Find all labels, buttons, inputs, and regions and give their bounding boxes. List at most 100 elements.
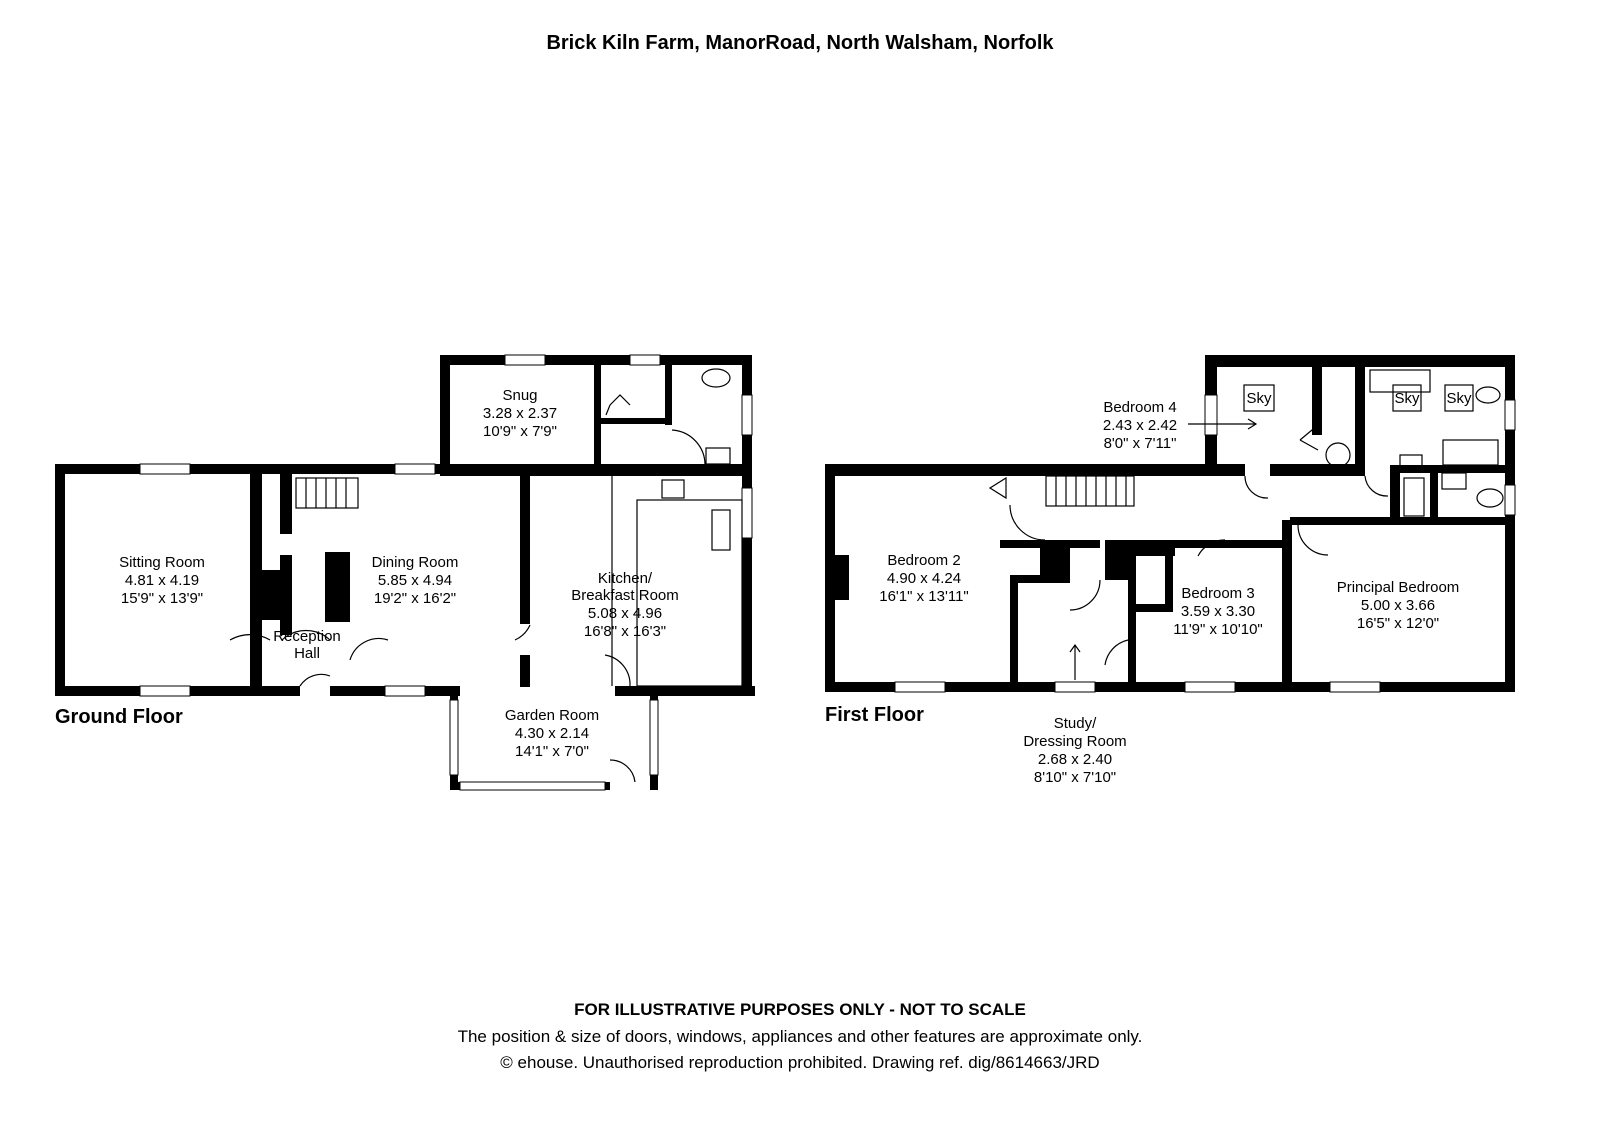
wall [250,474,262,686]
skylight-label: Sky [1246,390,1272,407]
door-swing [1244,475,1269,499]
snug: Snug 3.28 x 2.37 10'9" x 7'9" [483,387,557,440]
room-name: Hall [294,645,320,662]
door-swing [1009,504,1046,541]
wall [520,655,530,687]
wall [1205,355,1515,367]
sink-icon [711,509,731,551]
bedroom-3: Bedroom 3 3.59 x 3.30 11'9" x 10'10" [1173,585,1263,638]
cylinder-icon [1325,442,1351,468]
wall [1390,465,1400,525]
door-swing [1364,475,1389,497]
room-metric: 4.81 x 4.19 [125,572,199,589]
wall [280,555,292,635]
hob-icon [661,479,685,499]
room-metric: 3.28 x 2.37 [483,405,557,422]
skylight-label: Sky [1446,390,1472,407]
wall [55,464,450,474]
bedroom-2: Bedroom 2 4.90 x 4.24 16'1" x 13'11" [879,552,969,605]
chimney-breast [325,552,350,622]
window [741,487,753,539]
window [504,354,546,366]
door-swing [609,759,636,783]
wall [1312,365,1322,435]
door-swing [514,624,531,641]
disclaimer: FOR ILLUSTRATIVE PURPOSES ONLY - NOT TO … [574,1000,1026,1019]
bedroom-4: Bedroom 4 2.43 x 2.42 8'0" x 7'11" [1103,399,1177,452]
toilet-icon [701,368,731,388]
room-imperial: 8'0" x 7'11" [1104,435,1177,452]
room-metric: 5.85 x 4.94 [378,572,452,589]
window [741,394,753,436]
wall [1282,520,1292,690]
wall [1395,465,1505,473]
window [629,354,661,366]
room-metric: 2.68 x 2.40 [1038,751,1112,768]
window [384,685,426,697]
door-swing [229,629,389,661]
room-metric: 2.43 x 2.42 [1103,417,1177,434]
door-swing [1069,579,1101,611]
wall [585,464,745,476]
shower-tray-icon [1403,477,1425,517]
basin-icon [1399,454,1423,470]
door-swing [604,654,631,687]
room-name: Bedroom 4 [1103,399,1176,416]
skylight-icon [1444,384,1474,412]
chimney-breast [1105,540,1135,580]
chimney-breast [1040,540,1070,580]
chimney-breast [262,570,282,620]
door-swing [671,429,706,466]
wall [742,464,752,696]
approximate-note: The position & size of doors, windows, a… [457,1027,1143,1046]
room-name: Breakfast Room [571,587,679,604]
room-name: Dressing Room [1023,733,1126,750]
window [139,685,191,697]
room-name: Kitchen/ [598,570,653,587]
room-metric: 3.59 x 3.30 [1181,603,1255,620]
room-imperial: 16'8" x 16'3" [584,623,666,640]
kitchen-worktop [636,499,743,687]
wall [1355,365,1365,475]
window [459,781,606,791]
window [1329,681,1381,693]
reception-hall: Reception Hall [273,628,341,662]
room-metric: 4.30 x 2.14 [515,725,589,742]
room-imperial: 11'9" x 10'10" [1173,621,1263,638]
window [649,699,659,776]
copyright-note: © ehouse. Unauthorised reproduction proh… [500,1053,1100,1072]
wall [440,464,545,476]
ground-floor-plan [55,354,755,791]
ground-floor-label: Ground Floor [55,706,183,728]
principal-bedroom: Principal Bedroom 5.00 x 3.66 16'5" x 12… [1337,579,1460,632]
room-metric: 5.00 x 3.66 [1361,597,1435,614]
wall [665,365,672,425]
room-name: Study/ [1054,715,1097,732]
room-imperial: 16'5" x 12'0" [1357,615,1439,632]
basin-icon [705,447,731,465]
bath-icon [1369,369,1431,393]
room-imperial: 14'1" x 7'0" [515,743,589,760]
room-name: Reception [273,628,341,645]
window [449,699,459,776]
room-imperial: 15'9" x 13'9" [121,590,203,607]
room-imperial: 16'1" x 13'11" [879,588,969,605]
first-floor-label: First Floor [825,704,924,726]
window [1504,484,1516,516]
toilet-icon [1476,488,1504,508]
wall [825,464,835,692]
toilet-icon [1475,386,1501,404]
door-swing [1299,424,1319,451]
stair-treads [305,478,347,508]
room-name: Snug [502,387,537,404]
room-name: Garden Room [505,707,599,724]
window [1054,681,1096,693]
door-swing [988,476,1007,500]
room-name: Bedroom 2 [887,552,960,569]
skylight-icon [1243,384,1275,412]
window [1184,681,1236,693]
wall [594,365,601,465]
room-metric: 5.08 x 4.96 [588,605,662,622]
staircase [295,477,359,509]
